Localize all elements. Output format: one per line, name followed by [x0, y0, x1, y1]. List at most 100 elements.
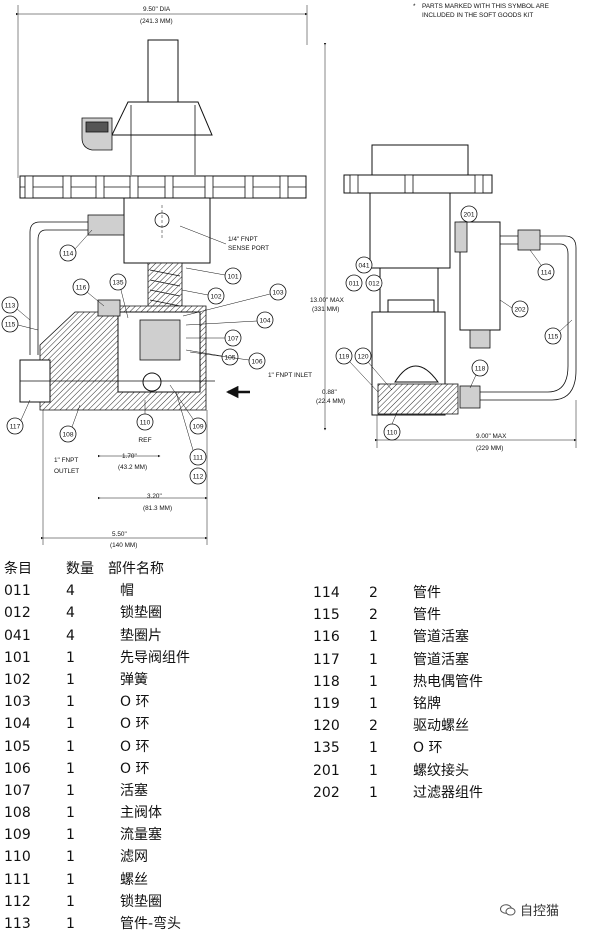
callout: 110 [383, 409, 401, 441]
callout: 041 [355, 256, 373, 274]
svg-text:1.70": 1.70" [122, 453, 137, 460]
parts-row: 115 2 管件 [313, 604, 583, 626]
callout: 105 [185, 348, 239, 366]
callout: 120 [354, 347, 393, 391]
part-qty: 1 [66, 716, 75, 733]
part-item: 106 [4, 760, 31, 777]
right-side-view [343, 144, 577, 416]
part-qty: 1 [66, 738, 75, 755]
svg-text:115: 115 [548, 334, 559, 341]
part-name: 螺纹接头 [413, 762, 469, 779]
part-qty: 4 [66, 627, 75, 644]
svg-text:3.20": 3.20" [147, 493, 162, 500]
part-name: 活塞 [120, 782, 148, 799]
right-callouts: 041 011 012 201 114 202 115 119 120 118 … [335, 205, 573, 441]
svg-text:120: 120 [357, 354, 368, 361]
part-item: 114 [313, 585, 340, 601]
part-item: 105 [4, 738, 31, 755]
part-item: 108 [4, 805, 31, 822]
svg-text:(229 MM): (229 MM) [476, 445, 503, 452]
callout: 103 [182, 283, 287, 317]
callout: 116 [72, 278, 105, 307]
svg-text:108: 108 [62, 432, 73, 439]
part-qty: 1 [369, 651, 378, 668]
part-item: 104 [4, 716, 31, 733]
svg-text:9.50" DIA: 9.50" DIA [143, 6, 171, 13]
part-name: O 环 [120, 738, 150, 755]
svg-text:SENSE PORT: SENSE PORT [228, 245, 269, 252]
part-name: 主阀体 [120, 805, 162, 822]
part-qty: 1 [66, 893, 75, 910]
callout: 111 [175, 391, 207, 466]
svg-text:(22.4 MM): (22.4 MM) [316, 398, 345, 405]
svg-text:105: 105 [224, 355, 235, 362]
part-item: 109 [4, 827, 31, 844]
part-name: 铭牌 [413, 695, 441, 712]
watermark: 自控猫 [500, 900, 559, 919]
callout: 011 [345, 274, 363, 292]
svg-text:103: 103 [272, 290, 283, 297]
svg-text:119: 119 [339, 354, 350, 361]
part-name: 管件 [413, 607, 441, 624]
callout: 112 [189, 467, 207, 485]
svg-text:135: 135 [112, 280, 123, 287]
part-qty: 2 [369, 607, 378, 624]
svg-text:(241.3 MM): (241.3 MM) [140, 18, 173, 25]
part-qty: 4 [66, 605, 75, 622]
soft-goods-note: * PARTS MARKED WITH THIS SYMBOL ARE INCL… [413, 3, 549, 19]
svg-text:012: 012 [368, 281, 379, 288]
part-name: O 环 [120, 760, 150, 777]
part-qty: 4 [66, 583, 75, 600]
svg-text:(43.2 MM): (43.2 MM) [118, 464, 147, 471]
part-item: 116 [313, 629, 340, 646]
part-item: 103 [4, 694, 31, 711]
part-item: 107 [4, 782, 31, 799]
part-name: 驱动螺丝 [413, 718, 469, 735]
part-name: 锁垫圈 [120, 893, 162, 910]
part-item: 117 [313, 651, 340, 668]
part-name: O 环 [413, 740, 443, 757]
part-name: 管件 [413, 585, 441, 601]
part-item: 111 [4, 871, 31, 888]
svg-text:*: * [413, 3, 416, 10]
callout: 012 [365, 274, 383, 292]
part-item: 041 [4, 627, 31, 644]
part-item: 110 [4, 849, 31, 866]
svg-text:101: 101 [227, 274, 238, 281]
header-name: 部件名称 [108, 561, 164, 577]
svg-text:104: 104 [259, 318, 270, 325]
part-item: 115 [313, 607, 340, 624]
parts-row: 105 1 O 环 [4, 736, 304, 758]
part-name: 管件-弯头 [120, 916, 182, 932]
part-qty: 1 [66, 871, 75, 888]
part-name: 锁垫圈 [120, 605, 162, 622]
callout: 118 [469, 359, 489, 389]
svg-text:REF: REF [138, 437, 151, 444]
part-name: 螺丝 [120, 871, 148, 888]
svg-text:011: 011 [349, 281, 360, 288]
part-name: 帽 [120, 583, 134, 600]
callout: 104 [185, 311, 274, 329]
header-qty: 数量 [66, 561, 94, 577]
svg-text:110: 110 [140, 420, 151, 427]
part-qty: 1 [66, 827, 75, 844]
left-section-view [19, 39, 307, 430]
part-name: 管道活塞 [413, 629, 469, 646]
part-qty: 1 [369, 740, 378, 757]
part-qty: 1 [66, 694, 75, 711]
svg-text:118: 118 [475, 366, 486, 373]
part-qty: 1 [66, 671, 75, 688]
